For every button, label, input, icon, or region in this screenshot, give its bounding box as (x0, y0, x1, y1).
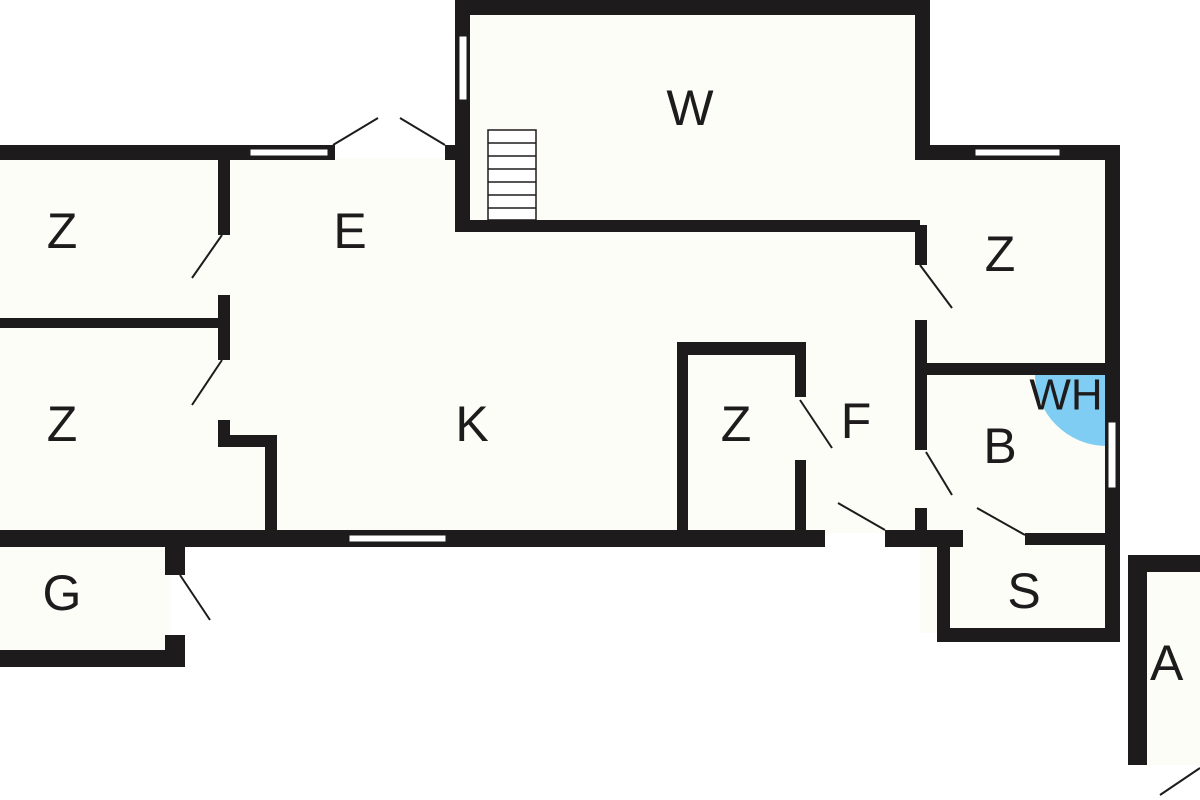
water-heater-icon (1035, 375, 1106, 446)
room-label-z-top-right: Z (985, 226, 1016, 282)
room-label-a: A (1150, 635, 1184, 691)
room-label-z-mid-left: Z (47, 396, 78, 452)
room-label-b: B (983, 418, 1016, 474)
doors (179, 117, 1200, 796)
room-label-w: W (666, 80, 714, 136)
stairs-icon (487, 129, 537, 221)
room-label-s: S (1007, 563, 1040, 619)
windows (249, 35, 1117, 543)
room-label-wh: WH (1029, 371, 1102, 420)
room-label-z-top-left: Z (47, 203, 78, 259)
room-label-g: G (43, 565, 82, 621)
room-label-e: E (333, 203, 366, 259)
room-label-k: K (455, 396, 488, 452)
room-label-z-inner: Z (721, 396, 752, 452)
room-label-f: F (841, 393, 872, 449)
